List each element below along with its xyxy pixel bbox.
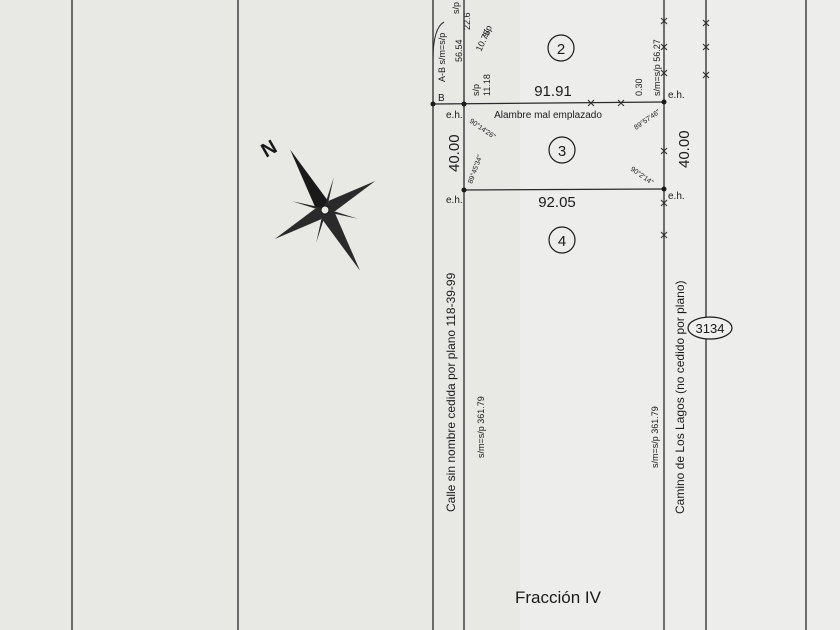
point-b-label: B bbox=[438, 93, 445, 104]
eh-marker-2: e.h. bbox=[668, 90, 685, 101]
lot-number: 2 bbox=[557, 41, 565, 58]
lot-label-2: 2 bbox=[547, 34, 575, 62]
lot-label-4: 4 bbox=[548, 226, 576, 254]
lot-division-lines bbox=[432, 101, 665, 191]
route-badge: 3134 bbox=[687, 316, 733, 340]
fence-note: Alambre mal emplazado bbox=[494, 110, 602, 121]
ab-value: 56.54 bbox=[454, 39, 464, 62]
point-eh-dot-3 bbox=[461, 187, 467, 193]
paper-light-area bbox=[520, 0, 840, 630]
boundary-lines bbox=[71, 0, 807, 630]
sp-label: s/p bbox=[471, 84, 481, 96]
eh-marker-3: e.h. bbox=[446, 195, 463, 206]
sp-value: 11.18 bbox=[482, 74, 492, 96]
eh-marker-4: e.h. bbox=[668, 191, 685, 202]
point-eh-dot-4 bbox=[661, 186, 667, 192]
offset-dimension: 0.30 bbox=[634, 78, 644, 96]
top-sp-label: s/p bbox=[451, 2, 461, 14]
ab-label: A-B s/m=s/p bbox=[437, 33, 447, 82]
point-eh-dot-1 bbox=[461, 101, 467, 107]
east-long-side: s/m=s/p 361.79 bbox=[650, 406, 660, 468]
eh-marker-1: e.h. bbox=[446, 110, 463, 121]
dimension-92-05: 92.05 bbox=[538, 194, 576, 211]
east-top-dimension: s/m=s/p 56.27 bbox=[652, 39, 662, 96]
west-side-40: 40.00 bbox=[446, 134, 463, 172]
street-west-label: Calle sin nombre cedida por plano 118-39… bbox=[444, 272, 458, 512]
west-long-side: s/m=s/p 361.79 bbox=[476, 396, 486, 458]
ab-arc bbox=[432, 21, 445, 104]
point-b-dot bbox=[430, 101, 436, 107]
line-lot3-lot4 bbox=[463, 188, 665, 191]
fraction-label: Fracción IV bbox=[515, 588, 602, 607]
route-number: 3134 bbox=[696, 321, 725, 336]
street-east-label: Camino de Los Lagos (no cedido por plano… bbox=[673, 281, 687, 514]
top-sp-value: 22.6 bbox=[462, 12, 472, 30]
lot-number: 4 bbox=[558, 233, 566, 250]
line-lot2-lot3 bbox=[432, 101, 665, 105]
top-sp2-label: s/p bbox=[480, 24, 494, 39]
point-eh-dot-2 bbox=[661, 99, 667, 105]
dimension-91-91: 91.91 bbox=[534, 83, 572, 100]
lot-label-3: 3 bbox=[548, 136, 576, 164]
fence-marks bbox=[587, 17, 710, 239]
north-arrow-icon bbox=[274, 149, 376, 271]
lot-number: 3 bbox=[558, 143, 566, 160]
east-side-40: 40.00 bbox=[676, 130, 693, 168]
